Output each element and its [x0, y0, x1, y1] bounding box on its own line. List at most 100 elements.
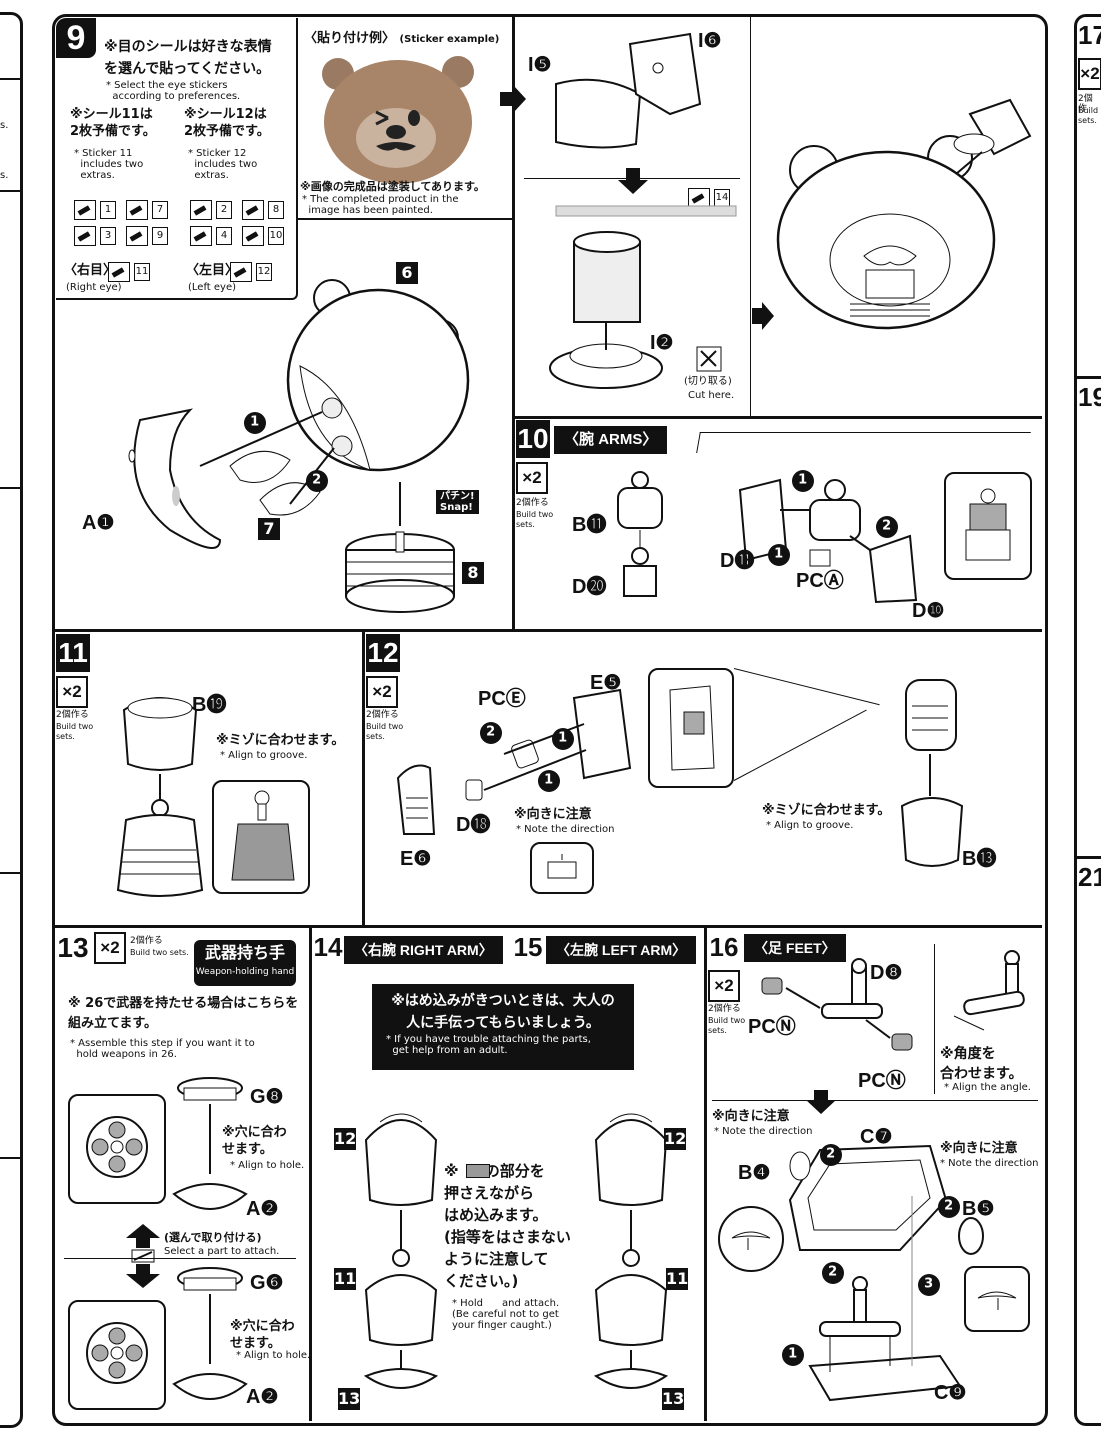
forearm-complete-illustration: [669, 685, 715, 771]
groove-jp: ※ミゾに合わせます。: [762, 803, 891, 818]
bear-head-painted-illustration: [322, 56, 474, 184]
adult-help-warning: ※はめ込みがきついときは、大人の 人に手伝ってもらいましょう。 * If you…: [372, 984, 634, 1070]
seal12-jp: ※シール12は 2枚予備です。: [184, 107, 270, 139]
x2-badge: ×2: [1078, 58, 1101, 90]
painted-en: * The completed product in the image has…: [302, 194, 459, 216]
x2-badge: ×2: [56, 676, 88, 708]
sticker-number: 2: [216, 201, 232, 219]
hand-top-view-illustration: [86, 1116, 148, 1178]
sticker-number: 9: [152, 227, 168, 245]
step-number-21: 21: [1078, 862, 1101, 892]
step-divider: [524, 178, 740, 179]
part-b11-label: B⓫: [572, 514, 607, 536]
direction-jp: ※向きに注意: [514, 807, 592, 822]
sticker-icon: [74, 226, 96, 246]
sticker-icon: [688, 188, 710, 208]
sticker-number: 1: [100, 201, 116, 219]
right-eye-en: (Right eye): [66, 282, 122, 293]
part-b19-label: B⓳: [192, 694, 227, 716]
step16-title-jp: 〈足: [754, 940, 782, 956]
sticker-icon: [190, 200, 212, 220]
divider: [704, 927, 707, 1421]
part-a1-label: A❶: [82, 512, 115, 534]
foot-shell-illustration: [788, 1144, 948, 1251]
select-divider: [64, 1258, 296, 1259]
right-eye-jp: 〈右目〉: [64, 263, 117, 278]
part-12-label: 12: [334, 1128, 357, 1150]
nipper-cut-icon: [696, 346, 722, 372]
part-c7-label: C❼: [860, 1126, 893, 1148]
step-number-9: 9: [56, 18, 96, 58]
hand-parts-illustration-2: [172, 1267, 248, 1400]
step16-divider: [712, 1100, 1038, 1101]
left-edge-line: [0, 78, 20, 80]
part-b4-label: B❹: [738, 1162, 771, 1184]
weapon-hand-badge: 武器持ち手 Weapon-holding hand: [194, 940, 296, 986]
toe-detail-illustration: [731, 1231, 771, 1250]
step-number-15: 15: [513, 932, 543, 962]
part-11-label: 11: [666, 1268, 689, 1290]
select-jp: (選んで取り付ける): [164, 1231, 262, 1244]
part-d11-label: D⓫: [720, 550, 755, 572]
order-marker-label: 1: [558, 730, 568, 746]
part-d10-label: D❿: [912, 600, 945, 622]
adult-help-en: * If you have trouble attaching the part…: [386, 1034, 591, 1056]
hand-parts-illustration-1: [172, 1077, 248, 1210]
right-edge-divider: [1076, 856, 1101, 859]
order-marker-label: 2: [486, 724, 496, 740]
step16-title-en: FEET〉: [785, 940, 836, 956]
sticker-row: 1 7: [74, 200, 168, 220]
part-a2-label-2: A❷: [246, 1386, 279, 1408]
step10-title-jp: 〈腕: [564, 431, 595, 448]
step14-title: 〈右腕 RIGHT ARM〉: [344, 936, 503, 964]
hand-top-view-2: [68, 1300, 166, 1410]
snap-en: Snap!: [440, 502, 473, 513]
arm-complete-illustration: [965, 488, 1011, 561]
hole-en-1: * Align to hole.: [230, 1160, 305, 1171]
direction-en-2: * Note the direction: [940, 1158, 1039, 1169]
toe-detail-thumbnail-1: [718, 1206, 784, 1272]
part-pcn-label-2: PCⓃ: [858, 1070, 906, 1092]
part-g8-label: G❽: [250, 1086, 284, 1108]
part-e6-label: E❻: [400, 848, 432, 870]
toe-piece-illustration: [958, 1217, 984, 1255]
order-marker-label: 2: [944, 1198, 954, 1214]
part-d18-label: D⓲: [456, 814, 491, 836]
order-marker-label: 2: [882, 518, 892, 534]
build-two-en: Build two sets.: [130, 948, 189, 957]
angle-divider: [934, 944, 935, 1094]
left-edge-line: [0, 872, 20, 874]
build-two-en: Build two sets.: [56, 722, 94, 741]
part-pcn-label-1: PCⓃ: [748, 1016, 796, 1038]
hat-parts-illustration: [555, 32, 702, 149]
bear-head-assembly-illustration: [128, 279, 470, 613]
weapon-note-en: * Assemble this step if you want it to h…: [70, 1038, 255, 1060]
left-edge-line: [0, 1157, 20, 1159]
sticker-example-en: (Sticker example): [399, 34, 500, 45]
sticker-icon: [242, 200, 264, 220]
build-two-en: Build two sets.: [708, 1016, 746, 1035]
build-two-en: Build two sets.: [516, 510, 554, 529]
foot-angle-illustration: [953, 950, 1025, 1031]
build-two-jp: 2個作: [1078, 94, 1093, 114]
divider: [309, 927, 312, 1421]
build-two-jp: 2個作る: [708, 1004, 741, 1014]
part-e5-label: E❺: [590, 672, 622, 694]
part-11-label: 11: [334, 1268, 357, 1290]
sticker-number: 4: [216, 227, 232, 245]
order-marker-label: 1: [798, 472, 808, 488]
step10-title: 〈腕 ARMS〉: [554, 426, 668, 454]
sticker-icon: [230, 262, 252, 282]
angle-en: * Align the angle.: [944, 1082, 1031, 1093]
step10-divider: [696, 432, 1031, 453]
sticker-example-jp: 〈貼り付け例〉 (Sticker example): [304, 30, 499, 47]
bear-with-hat-illustration: [776, 98, 1032, 330]
x2-badge: ×2: [94, 932, 126, 964]
weapon-hand-jp: 武器持ち手: [204, 943, 285, 962]
select-arrows-icon: [126, 1224, 160, 1288]
left-arm-assembly-illustration: [593, 1113, 669, 1389]
sticker-icon: [126, 200, 148, 220]
sticker-example-jp-text: 〈貼り付け例〉: [304, 31, 396, 46]
upper-arm-assembly-illustration: [900, 679, 964, 867]
sticker-icon: [190, 226, 212, 246]
